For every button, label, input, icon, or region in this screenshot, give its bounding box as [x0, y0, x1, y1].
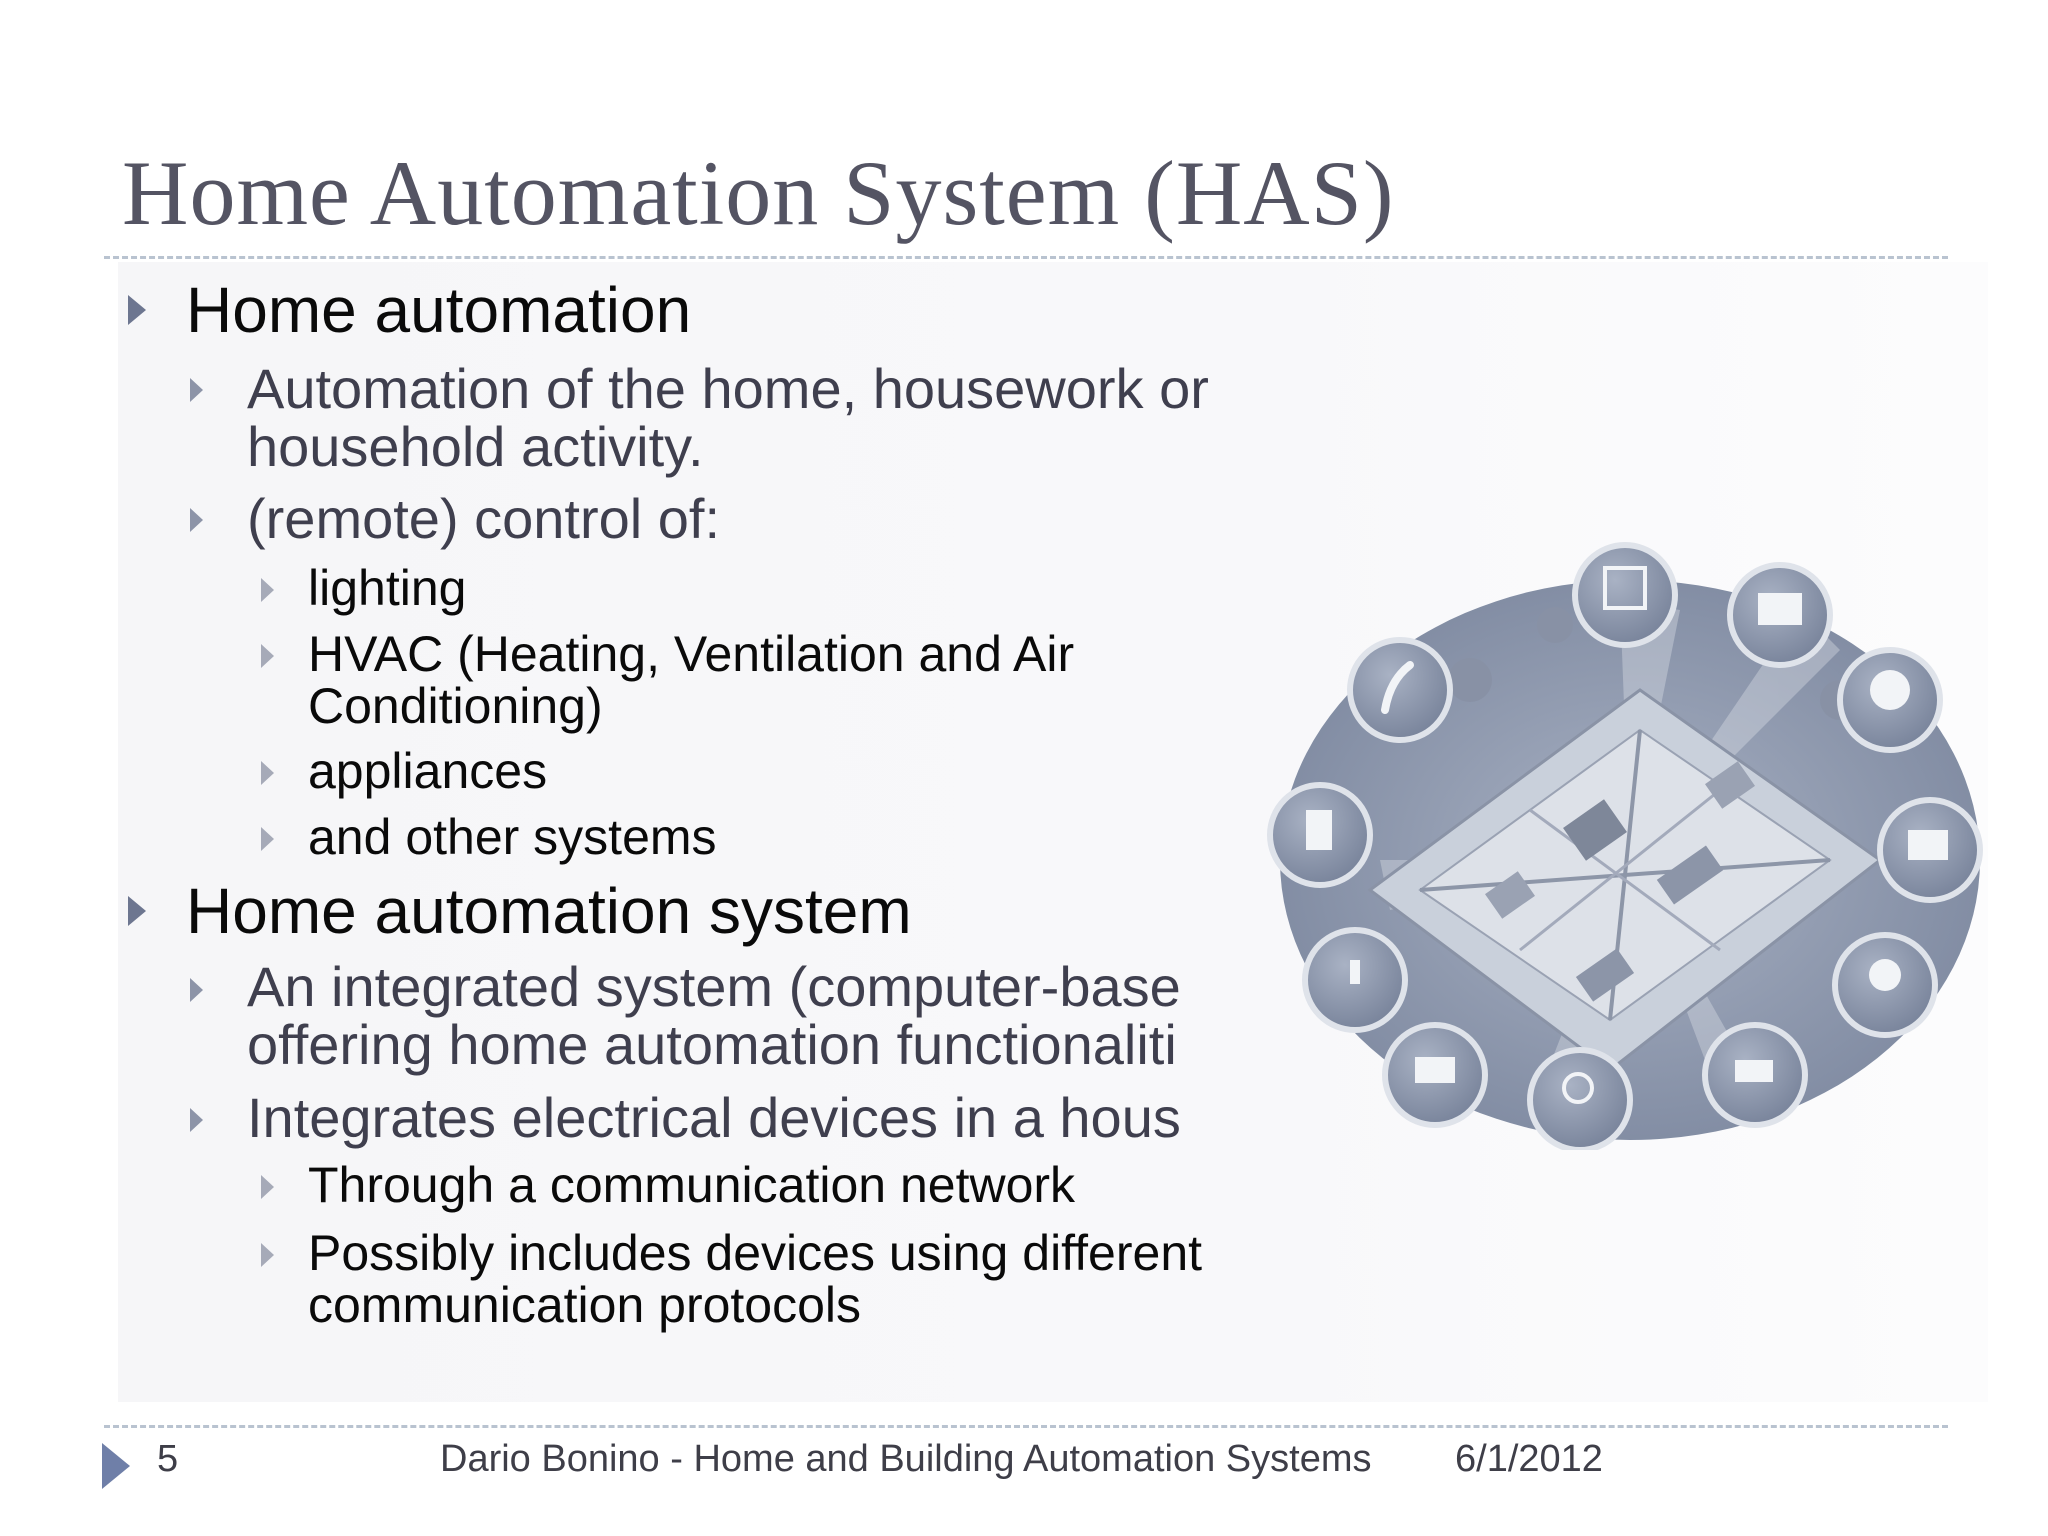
page-number: 5: [157, 1438, 179, 1480]
icon-security: [1527, 1047, 1633, 1150]
bullet-arrow-icon: [261, 1175, 274, 1199]
icon-auto-lighting: [1832, 932, 1938, 1038]
bullet-text: appliances: [308, 743, 548, 799]
bullet-text-line-1: An integrated system (computer-base: [247, 958, 1181, 1018]
bullet-text-line-2: household activity.: [247, 415, 704, 478]
bullet-text: Home automation: [186, 274, 692, 346]
footer-presenter: Dario Bonino - Home and Building Automat…: [440, 1438, 1372, 1480]
bullet-text-line-1: Possibly includes devices using differen…: [308, 1225, 1203, 1281]
bullet-text-line-1: HVAC (Heating, Ventilation and Air: [308, 626, 1075, 682]
bullet-text-line-2: Conditioning): [308, 678, 603, 734]
icon-home-automation: [1267, 782, 1373, 888]
bullet-arrow-icon: [261, 1243, 274, 1267]
bullet-text: (remote) control of:: [247, 487, 721, 550]
title-divider: [104, 256, 1948, 259]
clipped-text-box: An integrated system (computer-base offe…: [247, 958, 1237, 1078]
footer-date: 6/1/2012: [1455, 1438, 1603, 1480]
icon-moods: [1837, 647, 1943, 753]
icon-camera: [1702, 1022, 1808, 1128]
bullet-text-line-1: Automation of the home, housework or: [247, 357, 1209, 420]
icon-auto-sprinklers: [1302, 927, 1408, 1033]
clipped-text-box: Integrates electrical devices in a hous: [247, 1089, 1237, 1151]
icon-communication: [1347, 637, 1453, 743]
slide-title: Home Automation System (HAS): [122, 142, 1395, 244]
bullet-text: Through a communication network: [308, 1157, 1076, 1213]
bullet-arrow-icon: [190, 978, 203, 1002]
bullet-arrow-icon: [261, 827, 274, 851]
bullet-text: Home automation system: [186, 875, 912, 947]
home-automation-graphic: [1267, 542, 1983, 1150]
bullet-arrow-icon: [261, 644, 274, 668]
bullet-text: Integrates electrical devices in a hous: [247, 1089, 1181, 1149]
bullet-text: lighting: [308, 560, 467, 616]
footer-arrow-icon: [102, 1443, 130, 1489]
bullet-text-line-2: offering home automation functionaliti: [247, 1013, 1177, 1076]
bullet-arrow-icon: [261, 578, 274, 602]
bullet-arrow-icon: [128, 896, 146, 926]
icon-home-back-up-system: [1382, 1022, 1488, 1128]
icon-home-entertainment: [1727, 562, 1833, 668]
icon-auto-curtain: [1572, 542, 1678, 648]
footer-divider: [104, 1425, 1948, 1428]
bullet-arrow-icon: [190, 508, 203, 532]
bullet-arrow-icon: [190, 1108, 203, 1132]
bullet-arrow-icon: [261, 761, 274, 785]
icon-garage: [1877, 797, 1983, 903]
bullet-arrow-icon: [190, 378, 203, 402]
bullet-text: and other systems: [308, 809, 717, 865]
bullet-arrow-icon: [128, 295, 146, 325]
bullet-text-line-2: communication protocols: [308, 1277, 862, 1333]
